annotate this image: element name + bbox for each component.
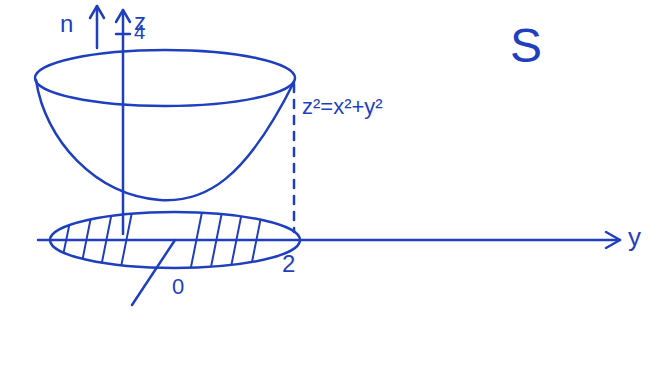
origin-label: 0 bbox=[172, 274, 184, 299]
surface-equation: z²=x²+y² bbox=[302, 96, 383, 118]
tick-mark bbox=[116, 33, 130, 36]
tick-value: 4 bbox=[134, 22, 145, 42]
surface-name: S bbox=[510, 22, 542, 70]
normal-label: n bbox=[60, 10, 73, 37]
normal-label: n bbox=[60, 12, 73, 36]
radius-value: 2 bbox=[282, 250, 295, 277]
x-axis bbox=[132, 240, 175, 305]
axis-label: y bbox=[628, 222, 641, 252]
axis-label: y bbox=[628, 224, 641, 250]
surface-side bbox=[36, 80, 294, 200]
surface-rim bbox=[35, 50, 295, 106]
surface-name: S bbox=[510, 19, 542, 72]
z-axis bbox=[122, 10, 125, 234]
y-axis-arrowhead bbox=[606, 232, 620, 248]
surface-equation: z²=x²+y² bbox=[302, 94, 383, 119]
z-axis-arrowhead bbox=[116, 10, 130, 22]
tick-value: 4 bbox=[134, 21, 145, 43]
y-axis bbox=[38, 239, 620, 242]
normal-arrowhead bbox=[90, 6, 104, 18]
normal-arrow bbox=[96, 6, 99, 48]
height-guide bbox=[293, 84, 296, 232]
radius-value: 2 bbox=[282, 252, 295, 276]
origin-label: 0 bbox=[172, 276, 184, 298]
